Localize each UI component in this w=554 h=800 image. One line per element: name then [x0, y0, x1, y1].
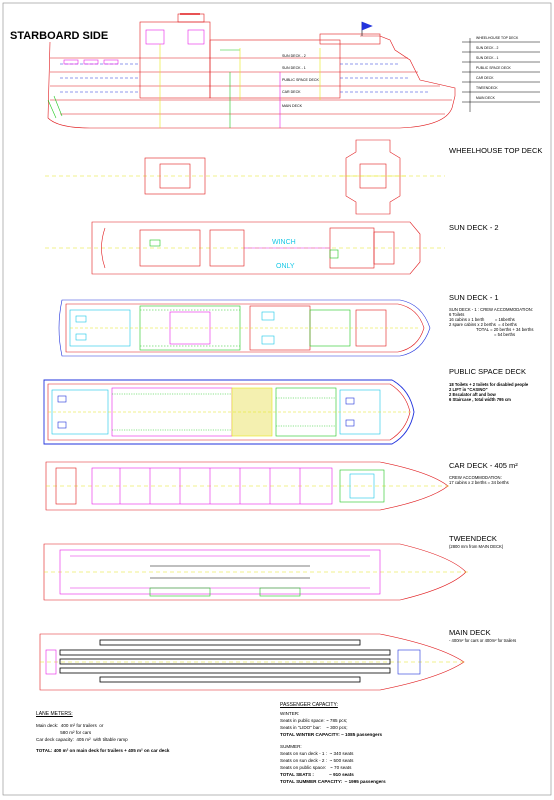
- public-space-note-1: 2 LIFT in "CASINO": [449, 387, 488, 392]
- deck-label-public-space: PUBLIC SPACE DECK: [449, 367, 526, 376]
- sun-deck-1-note-1: 6 Toilets: [449, 312, 465, 317]
- public-space-note-3: 6 Staircase , total width 795 cm: [449, 397, 511, 402]
- legend-sun-deck-1: SUN DECK - 1: [476, 56, 499, 60]
- deck-label-car-deck: CAR DECK - 405 m²: [449, 461, 518, 470]
- profile-hull: [47, 35, 456, 129]
- summer-heading: SUMMER:: [280, 744, 302, 749]
- lane-meters-line-1: 580 m² for cars: [36, 730, 92, 735]
- sun-deck-1-note-0: SUN DECK - 1 : CREW ACCOMMODATION:: [449, 307, 533, 312]
- car-deck-note-0: CREW ACCOMMODATION:: [449, 475, 502, 480]
- wheelhouse-top-deck-plan: [45, 139, 445, 215]
- winter-total: TOTAL WINTER CAPACITY: ~ 1085 passengers: [280, 732, 383, 737]
- deck-label-main-deck: MAIN DECK: [449, 628, 491, 637]
- summer-line-0: Seats on sun deck - 1 : ~ 340 seats: [280, 751, 354, 756]
- legend-tweendeck: TWEENDECK: [476, 86, 498, 90]
- winter-heading: WINTER:: [280, 711, 300, 716]
- sun-deck-1-note-3: 2 spare cabins x 2 berths = 4 berths: [449, 322, 517, 327]
- car-deck-note-1: 17 cabins x 2 berths = 34 berths: [449, 480, 509, 485]
- public-space-note-0: 18 Toilets + 2 toilets for disabled peop…: [449, 382, 529, 387]
- elevation-legend: [462, 38, 540, 112]
- lane-meters-line-2: Car deck capacity: 405 m² with tiltable …: [36, 737, 128, 742]
- sheet-title: STARBOARD SIDE: [10, 30, 109, 42]
- sun-deck-1-plan: [58, 299, 431, 357]
- sun-deck-1-note-5: = 54 berths: [494, 332, 516, 337]
- profile-windows: [60, 63, 430, 93]
- only-label: ONLY: [276, 263, 295, 270]
- lane-meters-total: TOTAL: 400 m² on main deck for trailers …: [36, 748, 170, 753]
- sun-deck-1-note-4: TOTAL = 20 berths + 34 berths: [476, 327, 534, 332]
- public-space-note-2: 2 Escalator aft and bow: [449, 392, 496, 397]
- profile-view: [47, 13, 456, 129]
- legend-main-deck: MAIN DECK: [476, 96, 495, 100]
- summer-total: TOTAL SUMMER CAPACITY: ~ 1995 passengers: [280, 779, 386, 784]
- summer-line-3: TOTAL SEATS : ~ 910 seats: [280, 772, 354, 777]
- sun-deck-2-plan: [45, 221, 445, 275]
- main-deck-note-0: - 400m² for cars or 400m² for trailers: [449, 638, 517, 643]
- deck-label-tweendeck: TWEENDECK: [449, 534, 497, 543]
- lane-meters-heading: LANE METERS:: [36, 711, 73, 717]
- profile-label-main-deck: MAIN DECK: [282, 104, 302, 108]
- legend-sun-deck-2: SUN DECK - 2: [476, 46, 499, 50]
- passenger-capacity-heading: PASSENGER CAPACITY:: [280, 702, 338, 708]
- public-space-deck-plan: [43, 379, 415, 445]
- profile-label-sun-deck-2: SUN DECK - 2: [282, 54, 306, 58]
- winch-label: WINCH: [272, 239, 296, 246]
- winter-line-0: Seats in public space: ~ 785 pcs;: [280, 718, 348, 723]
- profile-label-car-deck: CAR DECK: [282, 90, 301, 94]
- car-deck-plan: [45, 461, 450, 511]
- sun-deck-1-note-2: 16 cabins x 1 berth = 16berths: [449, 317, 515, 322]
- deck-label-sun-deck-2: SUN DECK - 2: [449, 223, 499, 232]
- winter-line-1: Seats in "LIDO" bar: ~ 300 pcs;: [280, 725, 348, 730]
- legend-wheelhouse: WHEELHOUSE TOP DECK: [476, 36, 519, 40]
- summer-line-1: Seats on sun deck - 2 : ~ 500 seats: [280, 758, 354, 763]
- summer-line-2: Seats on public space: ~ 70 seats: [280, 765, 352, 770]
- deck-label-sun-deck-1: SUN DECK - 1: [449, 293, 499, 302]
- lane-meters-line-0: Main deck: 400 m² for trailers or: [36, 723, 104, 728]
- tweendeck-plan: [43, 543, 468, 601]
- profile-label-sun-deck-1: SUN DECK - 1: [282, 66, 306, 70]
- legend-car-deck: CAR DECK: [476, 76, 494, 80]
- deck-label-wheelhouse: WHEELHOUSE TOP DECK: [449, 146, 543, 155]
- tweendeck-note-0: (2800 mm from MAIN DECK): [449, 544, 504, 549]
- main-deck-plan: [39, 633, 466, 691]
- legend-public-space: PUBLIC SPACE DECK: [476, 66, 511, 70]
- profile-label-public-space: PUBLIC SPACE DECK: [282, 78, 319, 82]
